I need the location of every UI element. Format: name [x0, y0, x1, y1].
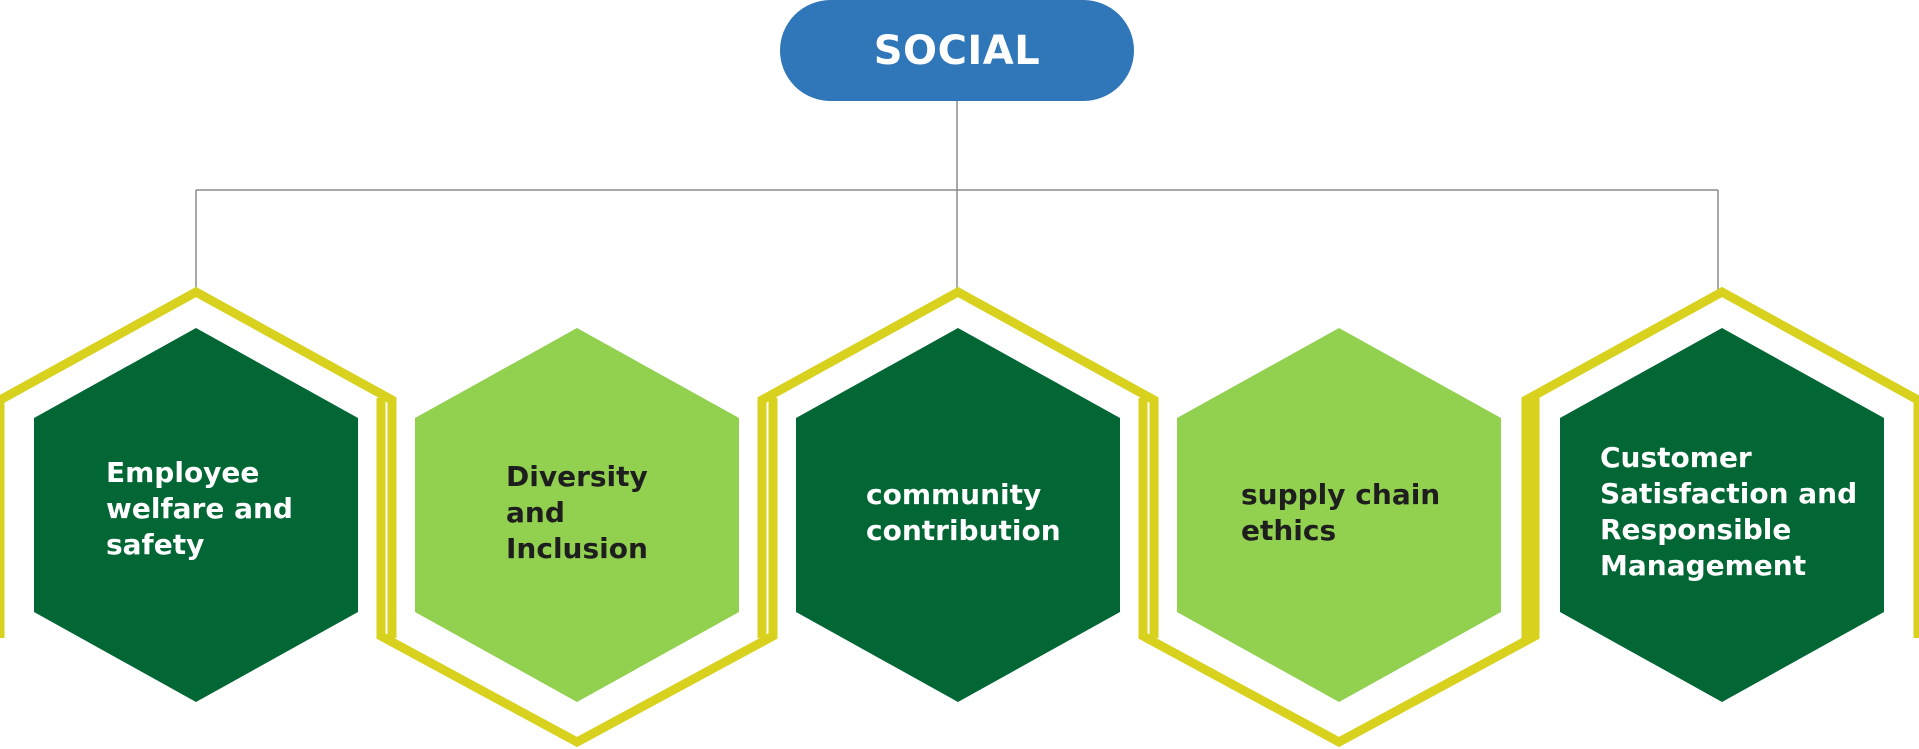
outline-bottom-4	[1138, 398, 1540, 748]
hexagon-4	[1177, 328, 1501, 702]
hexagon-5	[1560, 328, 1884, 702]
hex-label-5: Customer Satisfaction and Responsible Ma…	[1600, 441, 1858, 582]
outline-bottom-2	[376, 398, 778, 748]
hex-label-3: community contribution	[866, 478, 1061, 547]
hex-label-1: Employee welfare and safety	[106, 456, 293, 561]
hex-label-2: Diversity and Inclusion	[506, 460, 648, 565]
outline-top-3	[757, 286, 1159, 638]
social-root-label: SOCIAL	[873, 27, 1041, 74]
hex-label-4: supply chain ethics	[1241, 478, 1441, 547]
hexagon-2	[415, 328, 739, 702]
social-root-node: SOCIAL	[780, 0, 1134, 101]
hexagon-3	[796, 328, 1120, 702]
outline-top-5	[1521, 286, 1919, 638]
hexagon-1	[34, 328, 358, 702]
outline-top-1	[0, 286, 397, 638]
